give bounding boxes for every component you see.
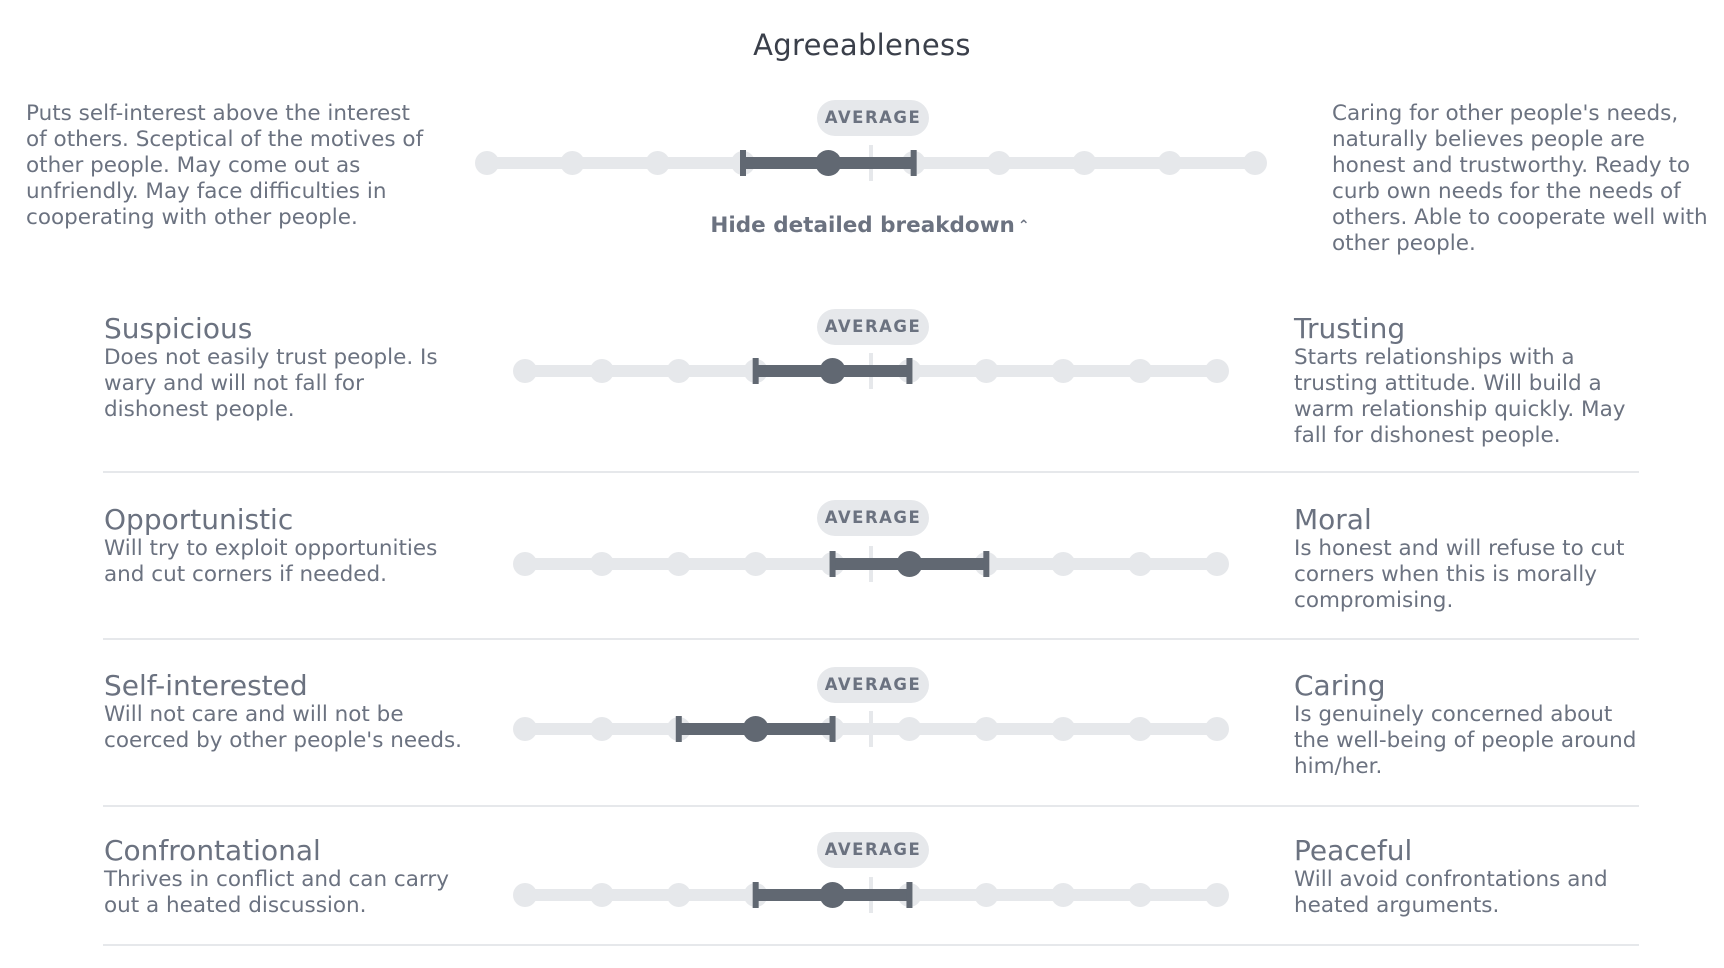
summary-scale xyxy=(475,145,1267,181)
scale-dot xyxy=(589,883,614,907)
range-cap-right xyxy=(906,358,913,384)
scale-dot xyxy=(560,151,585,175)
chevron-up-icon: ⌃ xyxy=(1017,218,1030,234)
scale-dot xyxy=(513,552,537,576)
range-cap-right xyxy=(910,150,917,176)
range-cap-left xyxy=(675,716,682,742)
facet-low-text: Will not care and will not be coerced by… xyxy=(104,702,463,753)
range-cap-right xyxy=(829,716,836,742)
summary-high-text: Caring for other people's needs, natural… xyxy=(1332,101,1708,256)
facet-low-label: Suspicious xyxy=(104,312,253,345)
facet-scale xyxy=(513,877,1229,913)
scale-dot xyxy=(1243,151,1267,175)
facet-average-badge: AVERAGE xyxy=(817,500,929,536)
hide-breakdown-toggle[interactable]: Hide detailed breakdown⌃ xyxy=(680,213,1060,238)
facet-high-label: Caring xyxy=(1294,669,1386,702)
range-cap-left xyxy=(752,358,759,384)
scale-dot xyxy=(1072,151,1097,175)
facet-high-text: Starts relationships with a trusting att… xyxy=(1294,345,1626,448)
range-cap-right xyxy=(983,551,990,577)
facet-low-label: Confrontational xyxy=(104,834,321,867)
scale-dot xyxy=(475,151,499,175)
scale-dot xyxy=(666,359,691,383)
facet-average-badge: AVERAGE xyxy=(817,667,929,703)
page-title: Agreeableness xyxy=(753,28,971,62)
scale-dot xyxy=(513,883,537,907)
scale-dot xyxy=(589,717,614,741)
facet-divider xyxy=(103,471,1639,473)
summary-low-text: Puts self-interest above the interest of… xyxy=(26,101,424,230)
facet-high-label: Moral xyxy=(1294,503,1372,536)
facet-average-badge: AVERAGE xyxy=(817,832,929,868)
scale-dot xyxy=(974,359,999,383)
scale-dot xyxy=(897,717,922,741)
scale-dot xyxy=(666,883,691,907)
scale-dot xyxy=(987,151,1011,175)
scale-dot xyxy=(513,717,537,741)
score-marker xyxy=(819,358,846,384)
facet-high-label: Peaceful xyxy=(1294,834,1413,867)
scale-dot xyxy=(645,151,670,175)
score-marker xyxy=(819,882,846,908)
scale-dot xyxy=(1205,717,1229,741)
facet-scale xyxy=(513,546,1229,582)
facet-high-label: Trusting xyxy=(1294,312,1406,345)
facet-low-label: Self-interested xyxy=(104,669,308,702)
scale-dot xyxy=(1128,359,1153,383)
facet-divider xyxy=(103,805,1639,807)
scale-dot xyxy=(974,717,999,741)
scale-dot xyxy=(743,552,768,576)
range-cap-left xyxy=(829,551,836,577)
hide-breakdown-label: Hide detailed breakdown xyxy=(710,213,1015,238)
scale-dot xyxy=(974,883,999,907)
score-marker xyxy=(742,716,769,742)
scale-dot xyxy=(1205,359,1229,383)
facet-high-text: Will avoid confrontations and heated arg… xyxy=(1294,867,1608,918)
scale-dot xyxy=(589,552,614,576)
scale-dot xyxy=(1051,552,1076,576)
facet-scale xyxy=(513,353,1229,389)
facet-low-text: Does not easily trust people. Is wary an… xyxy=(104,345,438,422)
facet-low-text: Thrives in conflict and can carry out a … xyxy=(104,867,449,918)
facet-high-text: Is honest and will refuse to cut corners… xyxy=(1294,536,1625,613)
range-cap-left xyxy=(752,882,759,908)
facet-low-text: Will try to exploit opportunities and cu… xyxy=(104,536,438,587)
facet-scale xyxy=(513,711,1229,747)
scale-dot xyxy=(1205,883,1229,907)
scale-dot xyxy=(1157,151,1182,175)
average-midline xyxy=(869,711,873,747)
scale-dot xyxy=(1051,717,1076,741)
score-marker xyxy=(815,150,842,176)
facet-low-label: Opportunistic xyxy=(104,503,294,536)
range-cap-right xyxy=(906,882,913,908)
facet-high-text: Is genuinely concerned about the well-be… xyxy=(1294,702,1637,779)
facet-average-badge: AVERAGE xyxy=(817,309,929,345)
facet-divider xyxy=(103,944,1639,946)
scale-dot xyxy=(1128,717,1153,741)
range-cap-left xyxy=(740,150,746,176)
summary-average-badge: AVERAGE xyxy=(817,100,929,136)
scale-dot xyxy=(1205,552,1229,576)
scale-dot xyxy=(1051,359,1076,383)
scale-dot xyxy=(1051,883,1076,907)
score-marker xyxy=(896,551,923,577)
scale-dot xyxy=(1128,552,1153,576)
facet-divider xyxy=(103,638,1639,640)
scale-dot xyxy=(513,359,537,383)
scale-dot xyxy=(666,552,691,576)
scale-dot xyxy=(589,359,614,383)
scale-dot xyxy=(1128,883,1153,907)
